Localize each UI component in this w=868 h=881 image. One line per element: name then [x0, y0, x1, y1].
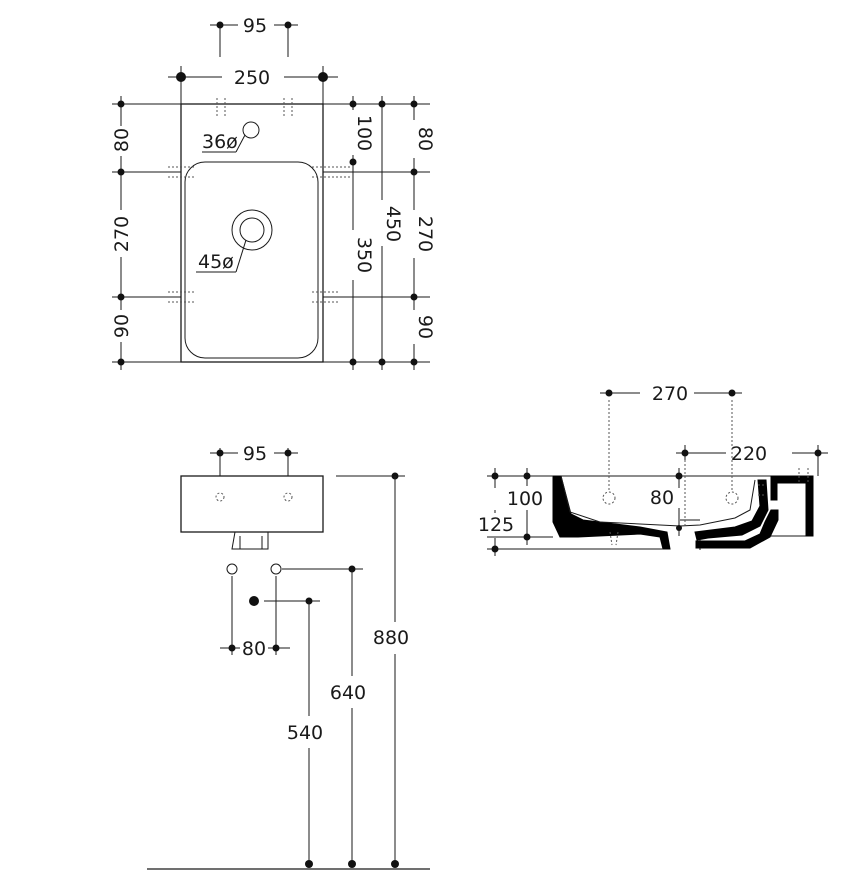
waste-point: [249, 596, 259, 606]
front-dim-540: 540: [287, 722, 323, 744]
basin-outline-front: [180, 475, 324, 533]
waste-hole-outer: [231, 209, 273, 251]
side-dim-125: 125: [478, 514, 514, 536]
top-right-dim-90: 90: [414, 315, 436, 339]
supply-cold: [226, 563, 238, 575]
side-dim-100: 100: [507, 488, 543, 510]
top-left-dim-270: 270: [111, 216, 133, 252]
waste-hole-inner: [239, 217, 265, 243]
top-left-dim-90: 90: [111, 314, 133, 338]
top-right-dim-270: 270: [414, 216, 436, 252]
side-dim-220: 220: [731, 443, 767, 465]
side-section-view: 270 220 80 100 125: [478, 383, 828, 556]
front-dim-880: 880: [373, 627, 409, 649]
side-dim-80: 80: [650, 487, 674, 509]
top-left-dim-80: 80: [111, 128, 133, 152]
top-right-dim-450: 450: [382, 206, 404, 242]
side-dim-270: 270: [652, 383, 688, 405]
front-dim-95: 95: [243, 443, 267, 465]
top-dim-250: 250: [234, 67, 270, 89]
overflow-hole: [242, 121, 260, 139]
front-dim-640: 640: [330, 682, 366, 704]
top-right-dim-80: 80: [414, 127, 436, 151]
waste-dia-label: 45ø: [198, 251, 234, 273]
overflow-dia-label: 36ø: [202, 131, 238, 153]
basin-outline-top: [180, 103, 324, 363]
top-right-dim-350: 350: [353, 237, 375, 273]
top-view: 36ø 45ø 95 250: [111, 15, 436, 370]
supply-hot: [270, 563, 282, 575]
bowl-outline-top: [184, 161, 319, 359]
waste-outlet-front: [231, 531, 269, 550]
top-right-dim-100: 100: [353, 115, 375, 151]
front-view: 95 80 540 640 880: [147, 443, 430, 870]
top-dim-95: 95: [243, 15, 267, 37]
front-dim-80: 80: [242, 638, 266, 660]
